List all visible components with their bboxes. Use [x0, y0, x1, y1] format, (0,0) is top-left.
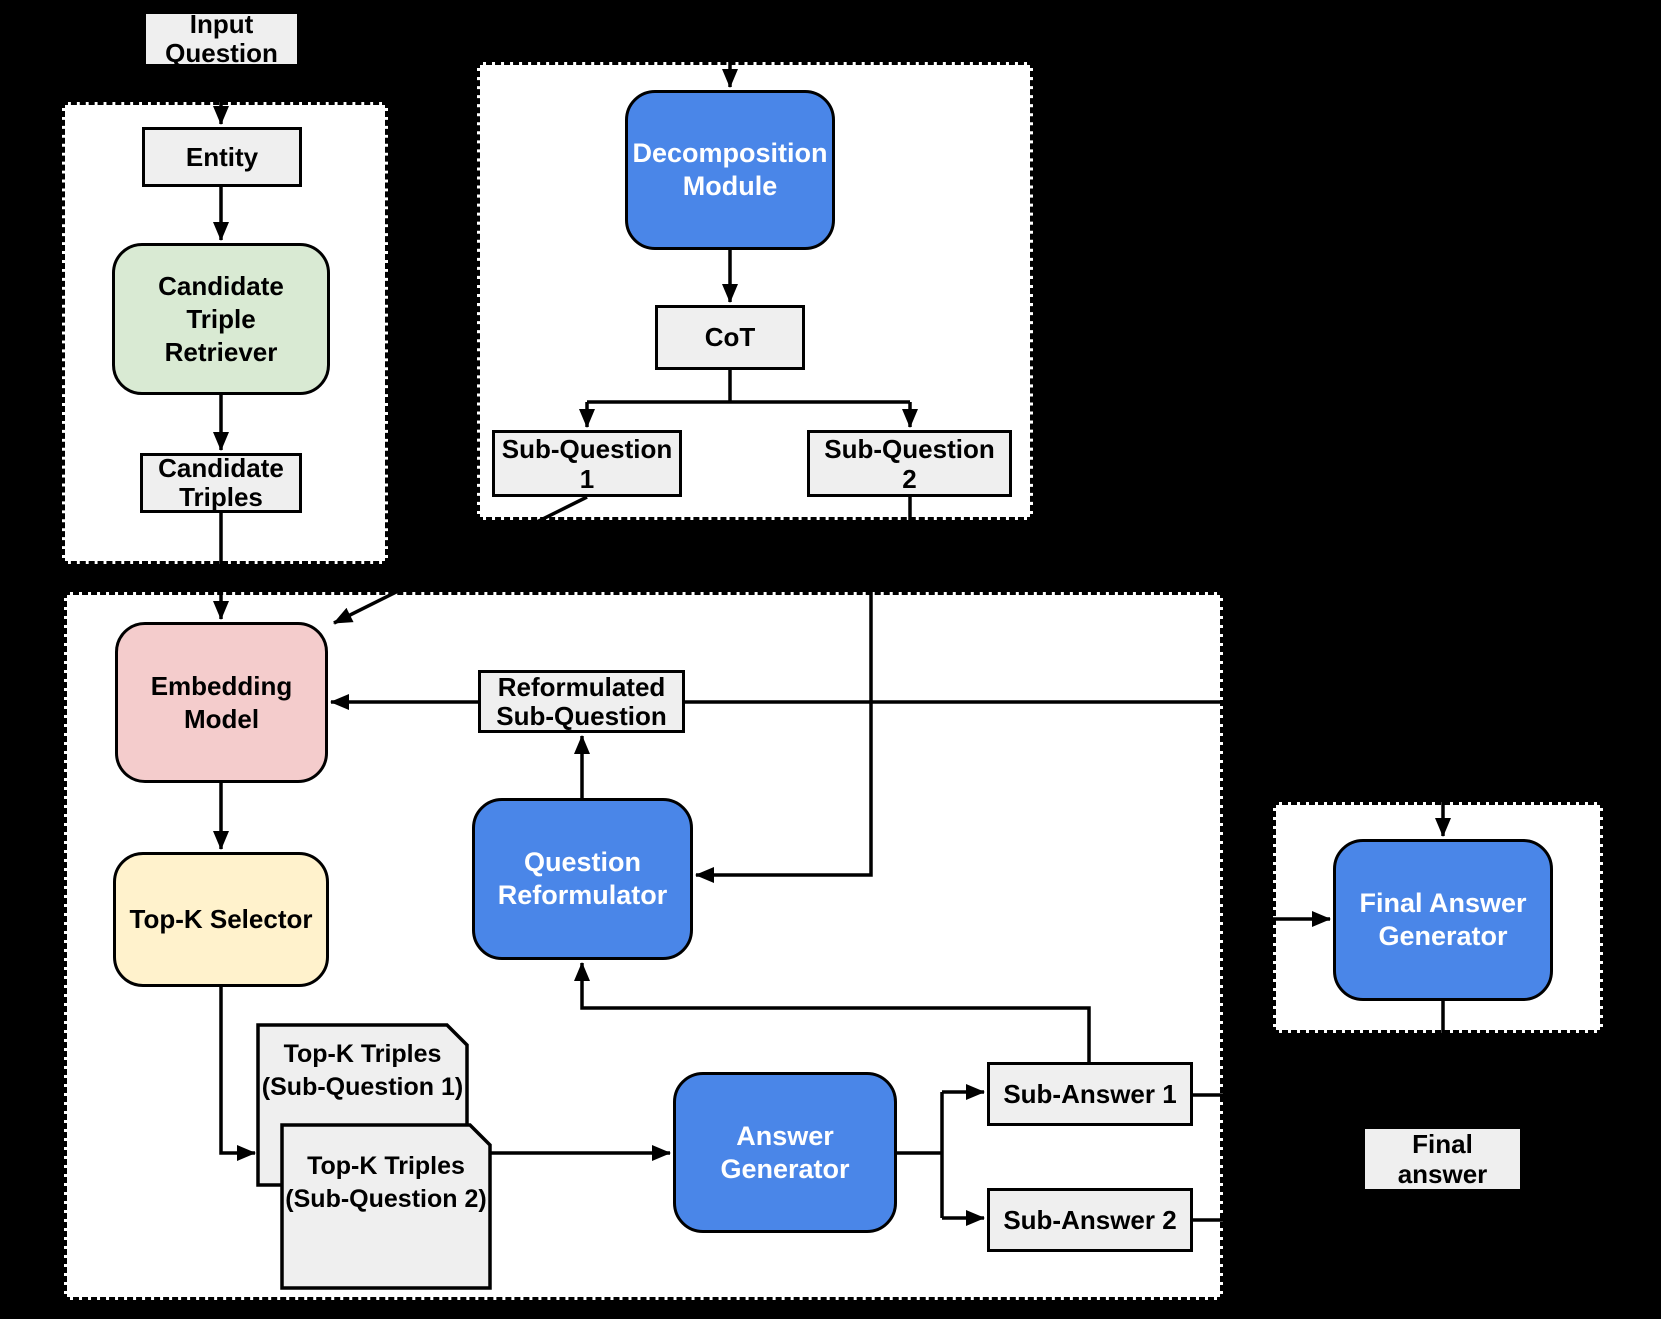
input-question-node: Input Question: [143, 9, 300, 68]
final-answer-label: Final answer: [1397, 1129, 1488, 1189]
answer-generator-label: Answer Generator: [720, 1120, 850, 1184]
topk-triples-2-label: Top-K Triples (Sub-Question 2): [282, 1150, 490, 1216]
sub-answer-1-label: Sub-Answer 1: [1003, 1078, 1177, 1109]
edge-subq1-to-embedding: [333, 495, 588, 625]
edge-to-finalgen-left: [1223, 911, 1331, 1222]
final-answer-generator-node: Final Answer Generator: [1333, 839, 1553, 1001]
embedding-model-node: Embedding Model: [115, 622, 328, 783]
topk-card-2-shape: [280, 1123, 492, 1290]
sub-question-2-node: Sub-Question 2: [807, 430, 1012, 497]
top-k-selector-label: Top-K Selector: [129, 904, 313, 934]
edge-subq2-to-reformulator: [695, 497, 912, 883]
topk-triples-2-text: Top-K Triples (Sub-Question 2): [285, 1152, 487, 1213]
decomposition-module-label: Decomposition Module: [632, 138, 828, 201]
question-reformulator-node: Question Reformulator: [472, 798, 693, 960]
topk-triples-1-label: Top-K Triples (Sub-Question 1): [258, 1038, 467, 1104]
entity-node: Entity: [142, 127, 302, 187]
topk-triples-1-text: Top-K Triples (Sub-Question 1): [261, 1040, 464, 1101]
question-reformulator-label: Question Reformulator: [497, 847, 668, 910]
answer-generator-node: Answer Generator: [673, 1072, 897, 1233]
edge-answergen-split: [897, 1092, 944, 1218]
edge-topk-to-cards: [219, 987, 256, 1161]
edge-cot-split: [587, 370, 910, 404]
reformulated-sub-question-node: Reformulated Sub-Question: [478, 670, 685, 733]
sub-answer-2-node: Sub-Answer 2: [987, 1188, 1193, 1252]
edge-subanswer1-to-reformulator: [574, 962, 1091, 1062]
sub-question-1-label: Sub-Question 1: [501, 433, 673, 494]
cot-label: CoT: [704, 322, 756, 352]
sub-question-2-label: Sub-Question 2: [824, 433, 995, 494]
candidate-triples-node: Candidate Triples: [140, 453, 302, 513]
input-question-label: Input Question: [165, 9, 278, 68]
edge-to-finalgen-top: [1223, 778, 1451, 1097]
candidate-triple-retriever-label: Candidate Triple Retriever: [158, 270, 284, 367]
cot-node: CoT: [655, 305, 805, 370]
entity-label: Entity: [185, 141, 259, 172]
final-answer-generator-label: Final Answer Generator: [1359, 888, 1527, 951]
sub-question-1-node: Sub-Question 1: [492, 430, 682, 497]
final-answer-node: Final answer: [1362, 1126, 1523, 1192]
decomposition-module-node: Decomposition Module: [625, 90, 835, 250]
embedding-model-label: Embedding Model: [150, 670, 293, 734]
candidate-triples-label: Candidate Triples: [158, 453, 284, 512]
reformulated-sub-question-label: Reformulated Sub-Question: [496, 671, 667, 731]
sub-answer-2-label: Sub-Answer 2: [1003, 1204, 1177, 1235]
sub-answer-1-node: Sub-Answer 1: [987, 1062, 1193, 1126]
top-k-selector-node: Top-K Selector: [113, 852, 329, 987]
candidate-triple-retriever-node: Candidate Triple Retriever: [112, 243, 330, 395]
